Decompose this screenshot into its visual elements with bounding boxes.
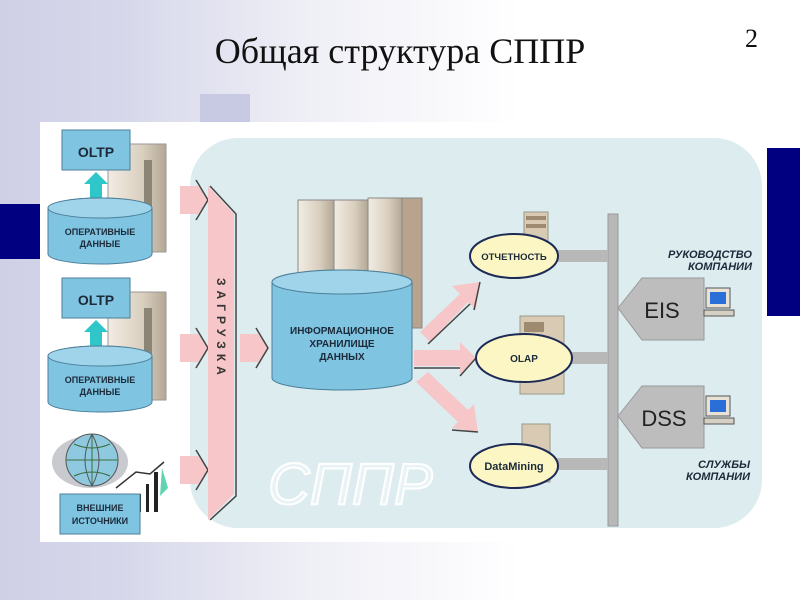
store-label-line1: ОПЕРАТИВНЫЕ (65, 375, 136, 385)
bus-connector (554, 250, 608, 262)
oltp-label: OLTP (78, 292, 114, 308)
decorative-bar-left (0, 204, 40, 259)
load-bar-label: ЗАГРУЗКА (214, 278, 228, 380)
external-sources-box (59, 493, 141, 535)
oltp-box (61, 129, 131, 171)
watermark-text: СППР (268, 452, 433, 517)
tool-label: ОТЧЕТНОСТЬ (481, 252, 547, 263)
computer-icon (703, 287, 735, 317)
load-bar (208, 186, 234, 520)
oltp-label: OLTP (78, 144, 114, 160)
load-to-warehouse-arrow (240, 334, 268, 362)
tool-olap: OLAP (475, 333, 573, 383)
dss-structure-diagram: СППР OLTP ОПЕРАТИВНЫЕ ДАННЫЕ OLTP ОПЕРАТ… (40, 122, 767, 542)
group-label-management-line1: РУКОВОДСТВО (668, 249, 752, 261)
integration-bus (607, 213, 619, 527)
warehouse-label-line2: ХРАНИЛИЩЕ (309, 339, 374, 350)
warehouse-label-line3: ДАННЫХ (319, 352, 365, 363)
tool-reporting: ОТЧЕТНОСТЬ (469, 233, 559, 279)
consumer-dss: DSS (617, 385, 735, 449)
dss-label: DSS (641, 406, 686, 431)
slide-title: Общая структура СППР (214, 31, 586, 71)
tool-label: DataMining (484, 461, 543, 473)
output-arrows (414, 281, 481, 433)
group-label-management-line2: КОМПАНИИ (688, 261, 753, 273)
external-label-line1: ВНЕШНИЕ (76, 503, 123, 513)
trend-line (115, 461, 165, 489)
computer-icon (703, 395, 735, 425)
group-label-services-line1: СЛУЖБЫ (698, 459, 751, 471)
eis-label: EIS (644, 298, 679, 323)
decorative-bar-right (767, 148, 800, 316)
external-sources-group: ВНЕШНИЕ ИСТОЧНИКИ (52, 433, 168, 535)
tool-label: OLAP (510, 354, 538, 365)
source-group-2: OLTP ОПЕРАТИВНЫЕ ДАННЫЕ (47, 277, 167, 413)
store-label-line2: ДАННЫЕ (80, 387, 121, 397)
external-label-line2: ИСТОЧНИКИ (72, 516, 128, 526)
oltp-box (61, 277, 131, 319)
tool-datamining: DataMining (469, 443, 559, 489)
group-label-services-line2: КОМПАНИИ (686, 471, 751, 483)
source-group-1: OLTP ОПЕРАТИВНЫЕ ДАННЫЕ (47, 129, 167, 265)
consumer-eis: EIS (617, 277, 735, 341)
store-label-line2: ДАННЫЕ (80, 239, 121, 249)
warehouse-label-line1: ИНФОРМАЦИОННОЕ (290, 326, 394, 337)
bus-connector (554, 458, 608, 470)
store-label-line1: ОПЕРАТИВНЫЕ (65, 227, 136, 237)
page-number: 2 (745, 24, 758, 53)
